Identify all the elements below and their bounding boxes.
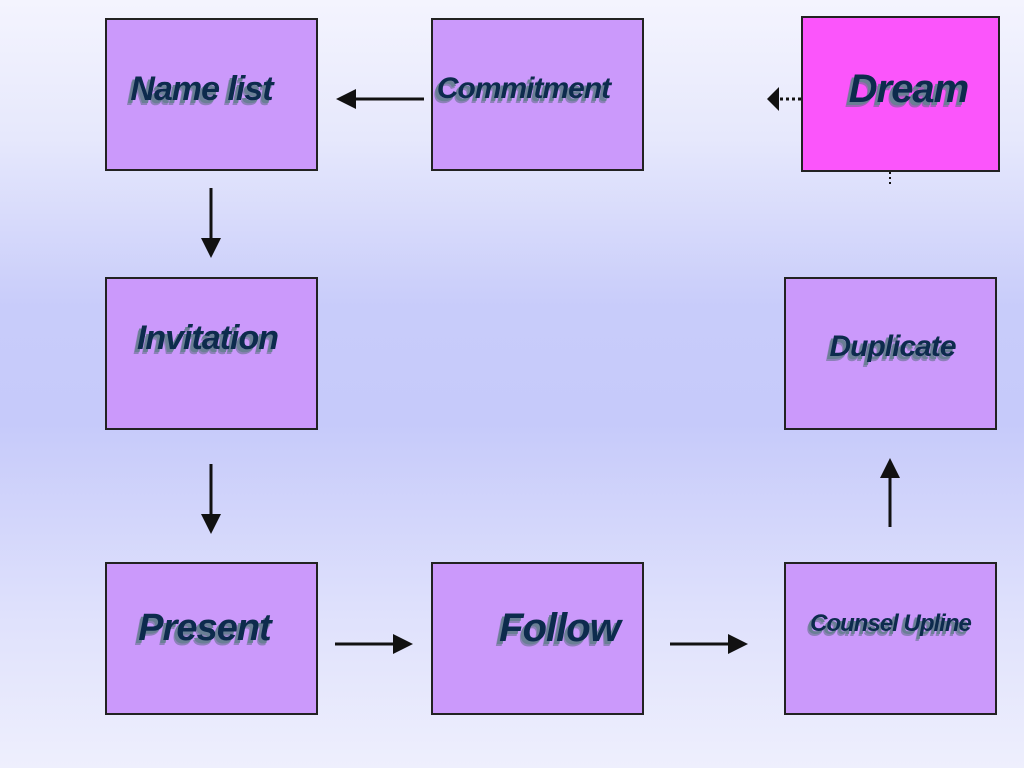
- node-label: Counsel Upline: [810, 609, 972, 637]
- node-counsel-upline: Counsel Upline: [784, 562, 997, 715]
- node-name-list: Name list: [105, 18, 318, 171]
- node-commitment: Commitment: [431, 18, 644, 171]
- node-dream: Dream: [801, 16, 1000, 172]
- node-label: Present: [138, 607, 271, 649]
- edge-commitment-to-name-list: [336, 89, 424, 109]
- node-label: Commitment: [436, 71, 611, 105]
- node-follow: Follow: [431, 562, 644, 715]
- node-duplicate: Duplicate: [784, 277, 997, 430]
- node-invitation: Invitation: [105, 277, 318, 430]
- node-present: Present: [105, 562, 318, 715]
- node-label: Follow: [499, 606, 621, 650]
- edge-follow-to-counsel-upline: [670, 634, 748, 654]
- edge-name-list-to-invitation: [201, 188, 221, 258]
- node-label: Name list: [130, 70, 273, 108]
- edge-counsel-upline-to-duplicate: [880, 458, 900, 527]
- node-label: Dream: [848, 66, 970, 111]
- edge-invitation-to-present: [201, 464, 221, 534]
- node-label: Invitation: [136, 319, 279, 357]
- node-label: Duplicate: [829, 329, 956, 363]
- edge-present-to-follow: [335, 634, 413, 654]
